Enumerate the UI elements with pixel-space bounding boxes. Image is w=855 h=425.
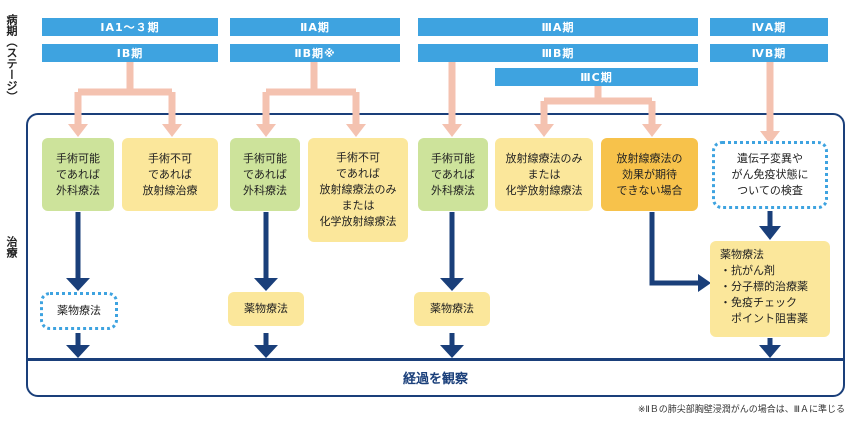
connector-arrowhead (162, 124, 182, 137)
stage-ivb: ⅣB期 (710, 44, 828, 62)
flow-arrowhead (254, 278, 278, 291)
s3-drug-box: 薬物療法 (414, 292, 490, 326)
flow-arrowhead (66, 278, 90, 291)
observation-divider (27, 358, 844, 361)
s3-no-effect-box: 放射線療法の 効果が期待 できない場合 (601, 138, 698, 211)
s2-surgery-box: 手術可能 であれば 外科療法 (230, 138, 300, 211)
s4-test-box: 遺伝子変異や がん免疫状態に ついての検査 (712, 141, 828, 209)
s3-surgery-box: 手術可能 であれば 外科療法 (418, 138, 488, 211)
connector-arrowhead (256, 124, 276, 137)
connector-arrowhead (346, 124, 366, 137)
treatment-frame (26, 113, 845, 397)
flow-arrowhead (66, 345, 90, 358)
s2-drug-box: 薬物療法 (228, 292, 304, 326)
flow-arrowhead (254, 345, 278, 358)
flow-arrowhead (759, 345, 781, 358)
observation-label: 経過を観察 (402, 372, 468, 387)
stage-ib: ⅠB期 (42, 44, 218, 62)
connector-s1 (74, 62, 176, 128)
s1-surgery-box: 手術可能 であれば 外科療法 (42, 138, 114, 211)
stage-iva: ⅣA期 (710, 18, 828, 36)
s4-drug-box: 薬物療法 ・抗がん剤 ・分子標的治療薬 ・免疫チェック ポイント阻害薬 (710, 241, 830, 337)
footnote: ※ⅡＢの肺尖部胸壁浸潤がんの場合は、ⅢＡに準じる (637, 405, 845, 415)
stage-iiib: ⅢB期 (418, 44, 698, 62)
stage-iib: ⅡB期※ (230, 44, 400, 62)
connector-arrowhead (442, 124, 462, 137)
s2-radiation-box: 手術不可 であれば 放射線療法のみ または 化学放射線療法 (308, 138, 408, 242)
flow-s3-no-effect (649, 212, 700, 286)
flow-arrowhead (698, 274, 711, 292)
stage-side-label: 病期（ステージ） (5, 14, 18, 102)
flow-arrowhead (759, 226, 781, 240)
connector-arrowhead (534, 124, 554, 137)
s1-drug-box: 薬物療法 (40, 292, 118, 330)
connector-arrowhead (68, 124, 88, 137)
stage-ia: ⅠA1～３期 (42, 18, 218, 36)
s3-radiation-box: 放射線療法のみ または 化学放射線療法 (495, 138, 593, 211)
stage-iia: ⅡA期 (230, 18, 400, 36)
flow-arrowhead (440, 278, 464, 291)
connector-arrowhead (760, 131, 780, 144)
stage-iiia: ⅢA期 (418, 18, 698, 36)
stage-iiic: ⅢC期 (495, 68, 698, 86)
treatment-side-label: 治療 (5, 236, 18, 258)
connector-arrowhead (642, 124, 662, 137)
flow-arrowhead (440, 345, 464, 358)
s1-radiation-box: 手術不可 であれば 放射線治療 (122, 138, 218, 211)
connector-s3c (540, 86, 656, 128)
connector-s2 (262, 62, 360, 128)
